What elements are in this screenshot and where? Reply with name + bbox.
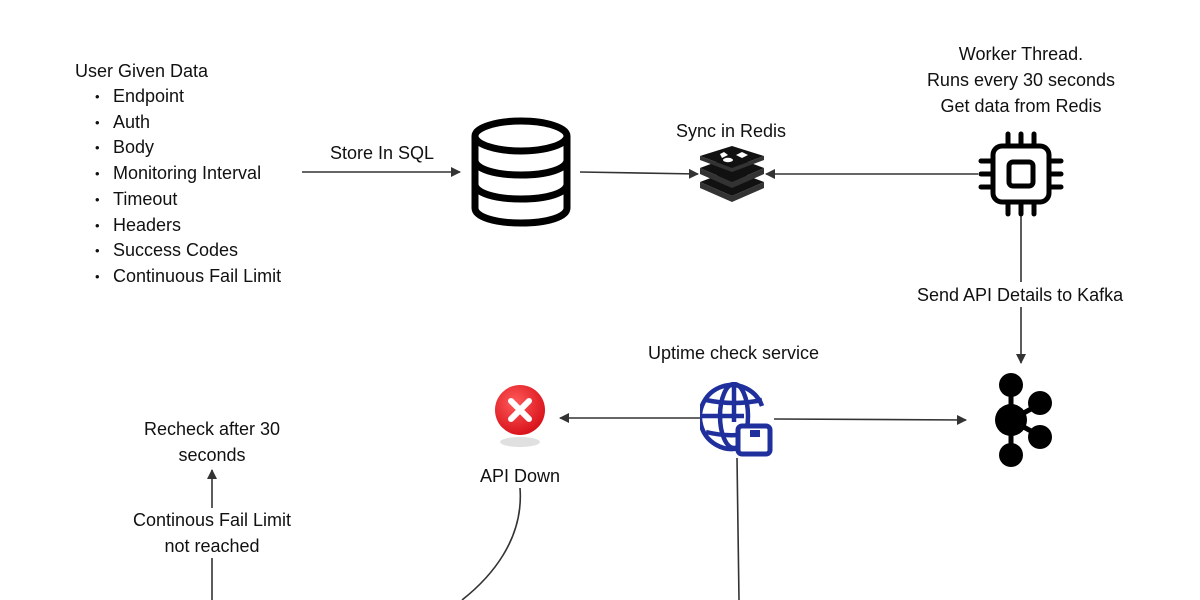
recheck-line-2: seconds bbox=[178, 445, 246, 465]
arrow-sync-redis bbox=[579, 168, 699, 179]
edge-label-send-kafka: Send API Details to Kafka bbox=[917, 285, 1124, 305]
worker-line-1: Worker Thread. bbox=[958, 44, 1084, 64]
uptime-service-label: Uptime check service bbox=[648, 343, 820, 363]
edge-label-store-sql: Store In SQL bbox=[330, 143, 435, 163]
user-data-field: Auth bbox=[95, 110, 281, 136]
worker-line-2: Runs every 30 seconds bbox=[926, 70, 1116, 90]
user-data-fields: EndpointAuthBodyMonitoring IntervalTimeo… bbox=[95, 84, 281, 290]
recheck-line-1: Recheck after 30 bbox=[143, 419, 281, 439]
fail-limit-line-2: not reached bbox=[164, 536, 260, 556]
user-data-field: Success Codes bbox=[95, 238, 281, 264]
user-data-title: User Given Data bbox=[75, 61, 209, 81]
redis-icon bbox=[700, 146, 764, 202]
fail-limit-line-1: Continous Fail Limit bbox=[132, 510, 292, 530]
database-icon bbox=[471, 117, 571, 227]
curve-api-down-continues bbox=[461, 487, 522, 600]
arrow-uptime-to-kafka bbox=[773, 414, 967, 425]
user-data-field: Timeout bbox=[95, 187, 281, 213]
line-uptime-down bbox=[736, 457, 740, 600]
error-x-icon bbox=[495, 385, 545, 447]
user-data-field: Headers bbox=[95, 213, 281, 239]
cpu-chip-icon bbox=[978, 131, 1064, 217]
user-data-field: Body bbox=[95, 135, 281, 161]
user-data-field: Endpoint bbox=[95, 84, 281, 110]
api-down-label: API Down bbox=[480, 466, 561, 486]
user-data-field: Monitoring Interval bbox=[95, 161, 281, 187]
edge-label-fail-limit: Continous Fail Limit not reached bbox=[112, 507, 312, 559]
worker-line-3: Get data from Redis bbox=[940, 96, 1102, 116]
kafka-icon bbox=[995, 373, 1052, 467]
recheck-label: Recheck after 30 seconds bbox=[112, 416, 312, 468]
user-data-field: Continuous Fail Limit bbox=[95, 264, 281, 290]
worker-label: Worker Thread. Runs every 30 seconds Get… bbox=[900, 41, 1142, 119]
globe-service-icon bbox=[700, 382, 773, 457]
edge-label-sync-redis: Sync in Redis bbox=[676, 121, 787, 141]
